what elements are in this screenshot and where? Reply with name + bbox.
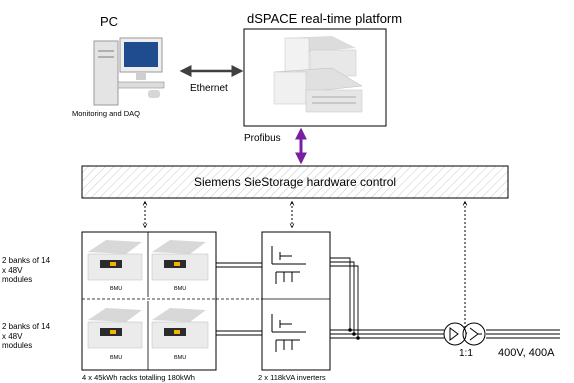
transformer-ratio: 1:1 (459, 348, 473, 359)
output-rating: 400V, 400A (498, 347, 555, 359)
pc-title: PC (100, 14, 119, 29)
ethernet-label: Ethernet (190, 83, 228, 94)
racks-caption: 4 x 45kWh racks totalling 180kWh (82, 373, 195, 382)
bmu-label: BMU (174, 355, 187, 361)
bank-label: 2 banks of 14 x 48V modules (2, 322, 51, 350)
control-signal-lines (145, 202, 465, 336)
battery-module-icon (87, 308, 143, 349)
bmu-label: BMU (110, 355, 123, 361)
battery-module-icon (87, 240, 143, 281)
inverters-frame (261, 231, 331, 371)
bank-label: 2 banks of 14 x 48V modules (2, 256, 51, 284)
inverter-switch-icon (271, 246, 306, 284)
bmu-label: BMU (110, 286, 123, 292)
siemens-control-bar (81, 165, 509, 199)
inverters-caption: 2 x 118kVA inverters (258, 373, 326, 382)
pc-computer-icon (93, 37, 165, 106)
bus-junction-dots (348, 328, 360, 340)
dspace-hardware-illustration (273, 36, 363, 113)
transformer-icon (443, 322, 486, 346)
bmu-label: BMU (174, 286, 187, 292)
battery-module-icon (151, 308, 209, 349)
battery-module-icon (151, 240, 209, 281)
pc-caption: Monitoring and DAQ (72, 109, 140, 118)
dspace-title: dSPACE real-time platform (247, 11, 403, 26)
dc-bus-lines (216, 262, 262, 336)
inverter-switch-icon (271, 314, 306, 352)
battery-racks-frame (81, 231, 217, 371)
controller-label: Siemens SieStorage hardware control (193, 175, 397, 189)
ac-output-lines (330, 257, 560, 339)
profibus-label: Profibus (244, 133, 281, 144)
